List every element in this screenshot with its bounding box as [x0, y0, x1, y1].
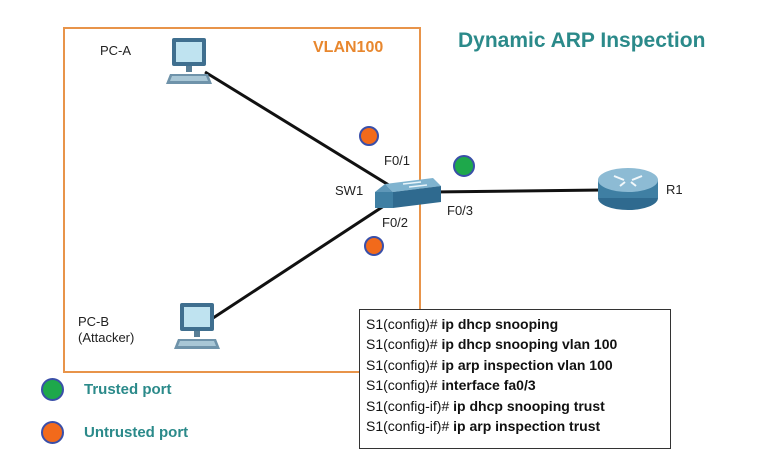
pc-b-computer-icon	[174, 303, 220, 349]
cli-line: S1(config)# ip dhcp snooping	[366, 316, 559, 332]
cli-line: S1(config-if)# ip dhcp snooping trust	[366, 397, 605, 414]
legend-untrusted-dot	[41, 421, 64, 444]
port-f01-label: F0/1	[384, 153, 411, 168]
port-f02-untrusted-dot	[364, 236, 384, 256]
vlan-label: VLAN100	[313, 39, 384, 56]
link-pc-a-switch	[204, 70, 393, 189]
pc-b-role: (Attacker)	[78, 330, 135, 345]
port-f03-trusted-dot	[453, 155, 475, 177]
pc-b-label: PC-B (Attacker)	[78, 314, 134, 346]
pc-a-label: PC-A	[100, 43, 132, 58]
diagram-title: Dynamic ARP Inspection	[458, 29, 706, 52]
legend-trusted-label: Trusted port	[84, 381, 172, 398]
legend-untrusted-label: Untrusted port	[84, 424, 189, 441]
switch-label: SW1	[335, 183, 364, 198]
cli-line: S1(config)# ip arp inspection vlan 100	[366, 356, 613, 373]
cli-line: S1(config-if)# ip arp inspection trust	[366, 418, 601, 435]
link-pc-b-switch	[209, 198, 394, 322]
cli-config-box: S1(config)# ip dhcp snooping S1(config)#…	[359, 309, 671, 449]
cli-line: S1(config)# interface fa0/3	[366, 377, 536, 394]
link-switch-router	[431, 188, 604, 194]
pc-a-computer-icon	[166, 38, 212, 84]
cli-line: S1(config)# ip dhcp snooping vlan 100	[366, 336, 618, 353]
pc-b-name: PC-B	[78, 314, 110, 329]
router-icon	[598, 168, 658, 210]
legend-trusted-dot	[41, 378, 64, 401]
router-label: R1	[666, 182, 683, 197]
port-f01-untrusted-dot	[359, 126, 379, 146]
port-f03-label: F0/3	[447, 203, 474, 218]
switch-icon	[375, 178, 441, 208]
port-f02-label: F0/2	[382, 215, 409, 230]
